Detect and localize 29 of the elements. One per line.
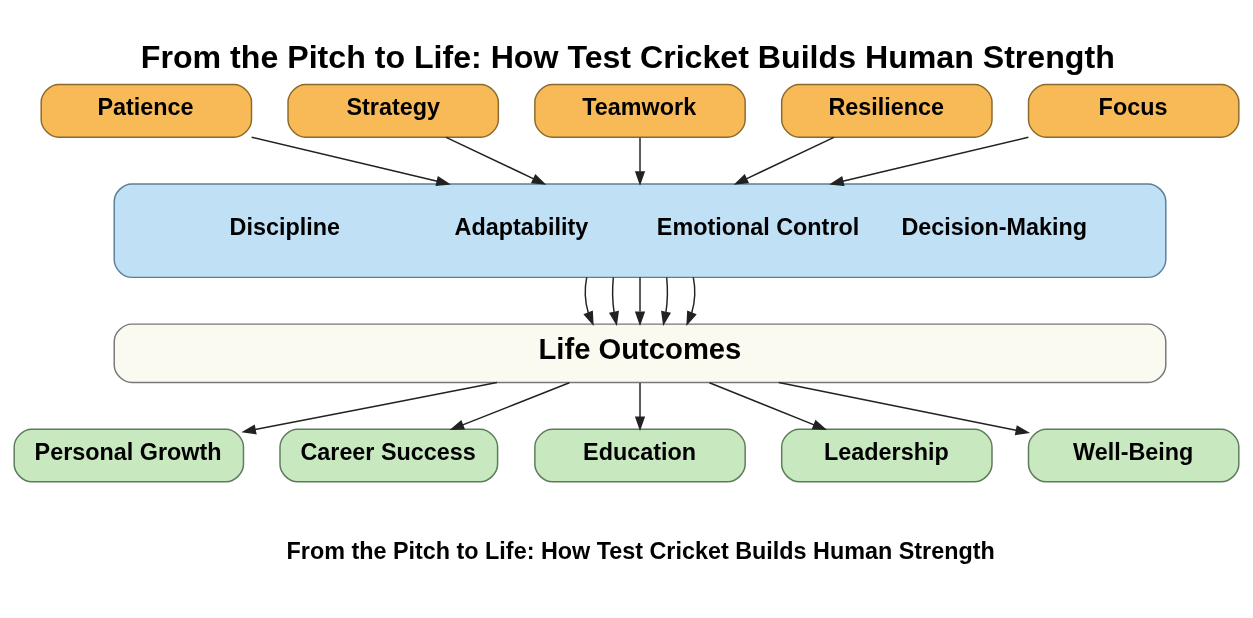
arrow [634,136,646,186]
caption: From the Pitch to Life: How Test Cricket Builds Human Strength [286,537,995,564]
arrow [708,381,828,430]
arrow [241,381,498,434]
node-box: Life Outcomes [113,322,1167,383]
arrow [778,381,1031,435]
node-box: Focus [1027,83,1240,138]
node-box: Strategy [287,83,500,138]
arrow [449,381,571,430]
arrow [829,136,1030,186]
node-box: Personal Growth [13,428,245,483]
arrow [661,276,672,326]
diagram-title: From the Pitch to Life: How Test Cricket Builds Human Strength [140,38,1115,75]
node-box: Teamwork [534,83,746,138]
node-box: Patience [40,83,253,138]
arrow [445,136,547,185]
node-box: Discipline Adaptability Emotional Control Decision-Making [113,182,1167,278]
arrow [250,136,451,186]
arrow [583,276,594,326]
node-box: Career Success [279,428,499,483]
node-box: Education [534,428,746,483]
node-box: Resilience [780,83,993,138]
arrow [686,276,697,326]
node-box: Well-Being [1027,428,1240,483]
arrow [634,381,646,431]
arrow [733,136,835,185]
arrow [634,276,646,326]
node-box: Leadership [780,428,993,483]
arrow [608,276,619,326]
